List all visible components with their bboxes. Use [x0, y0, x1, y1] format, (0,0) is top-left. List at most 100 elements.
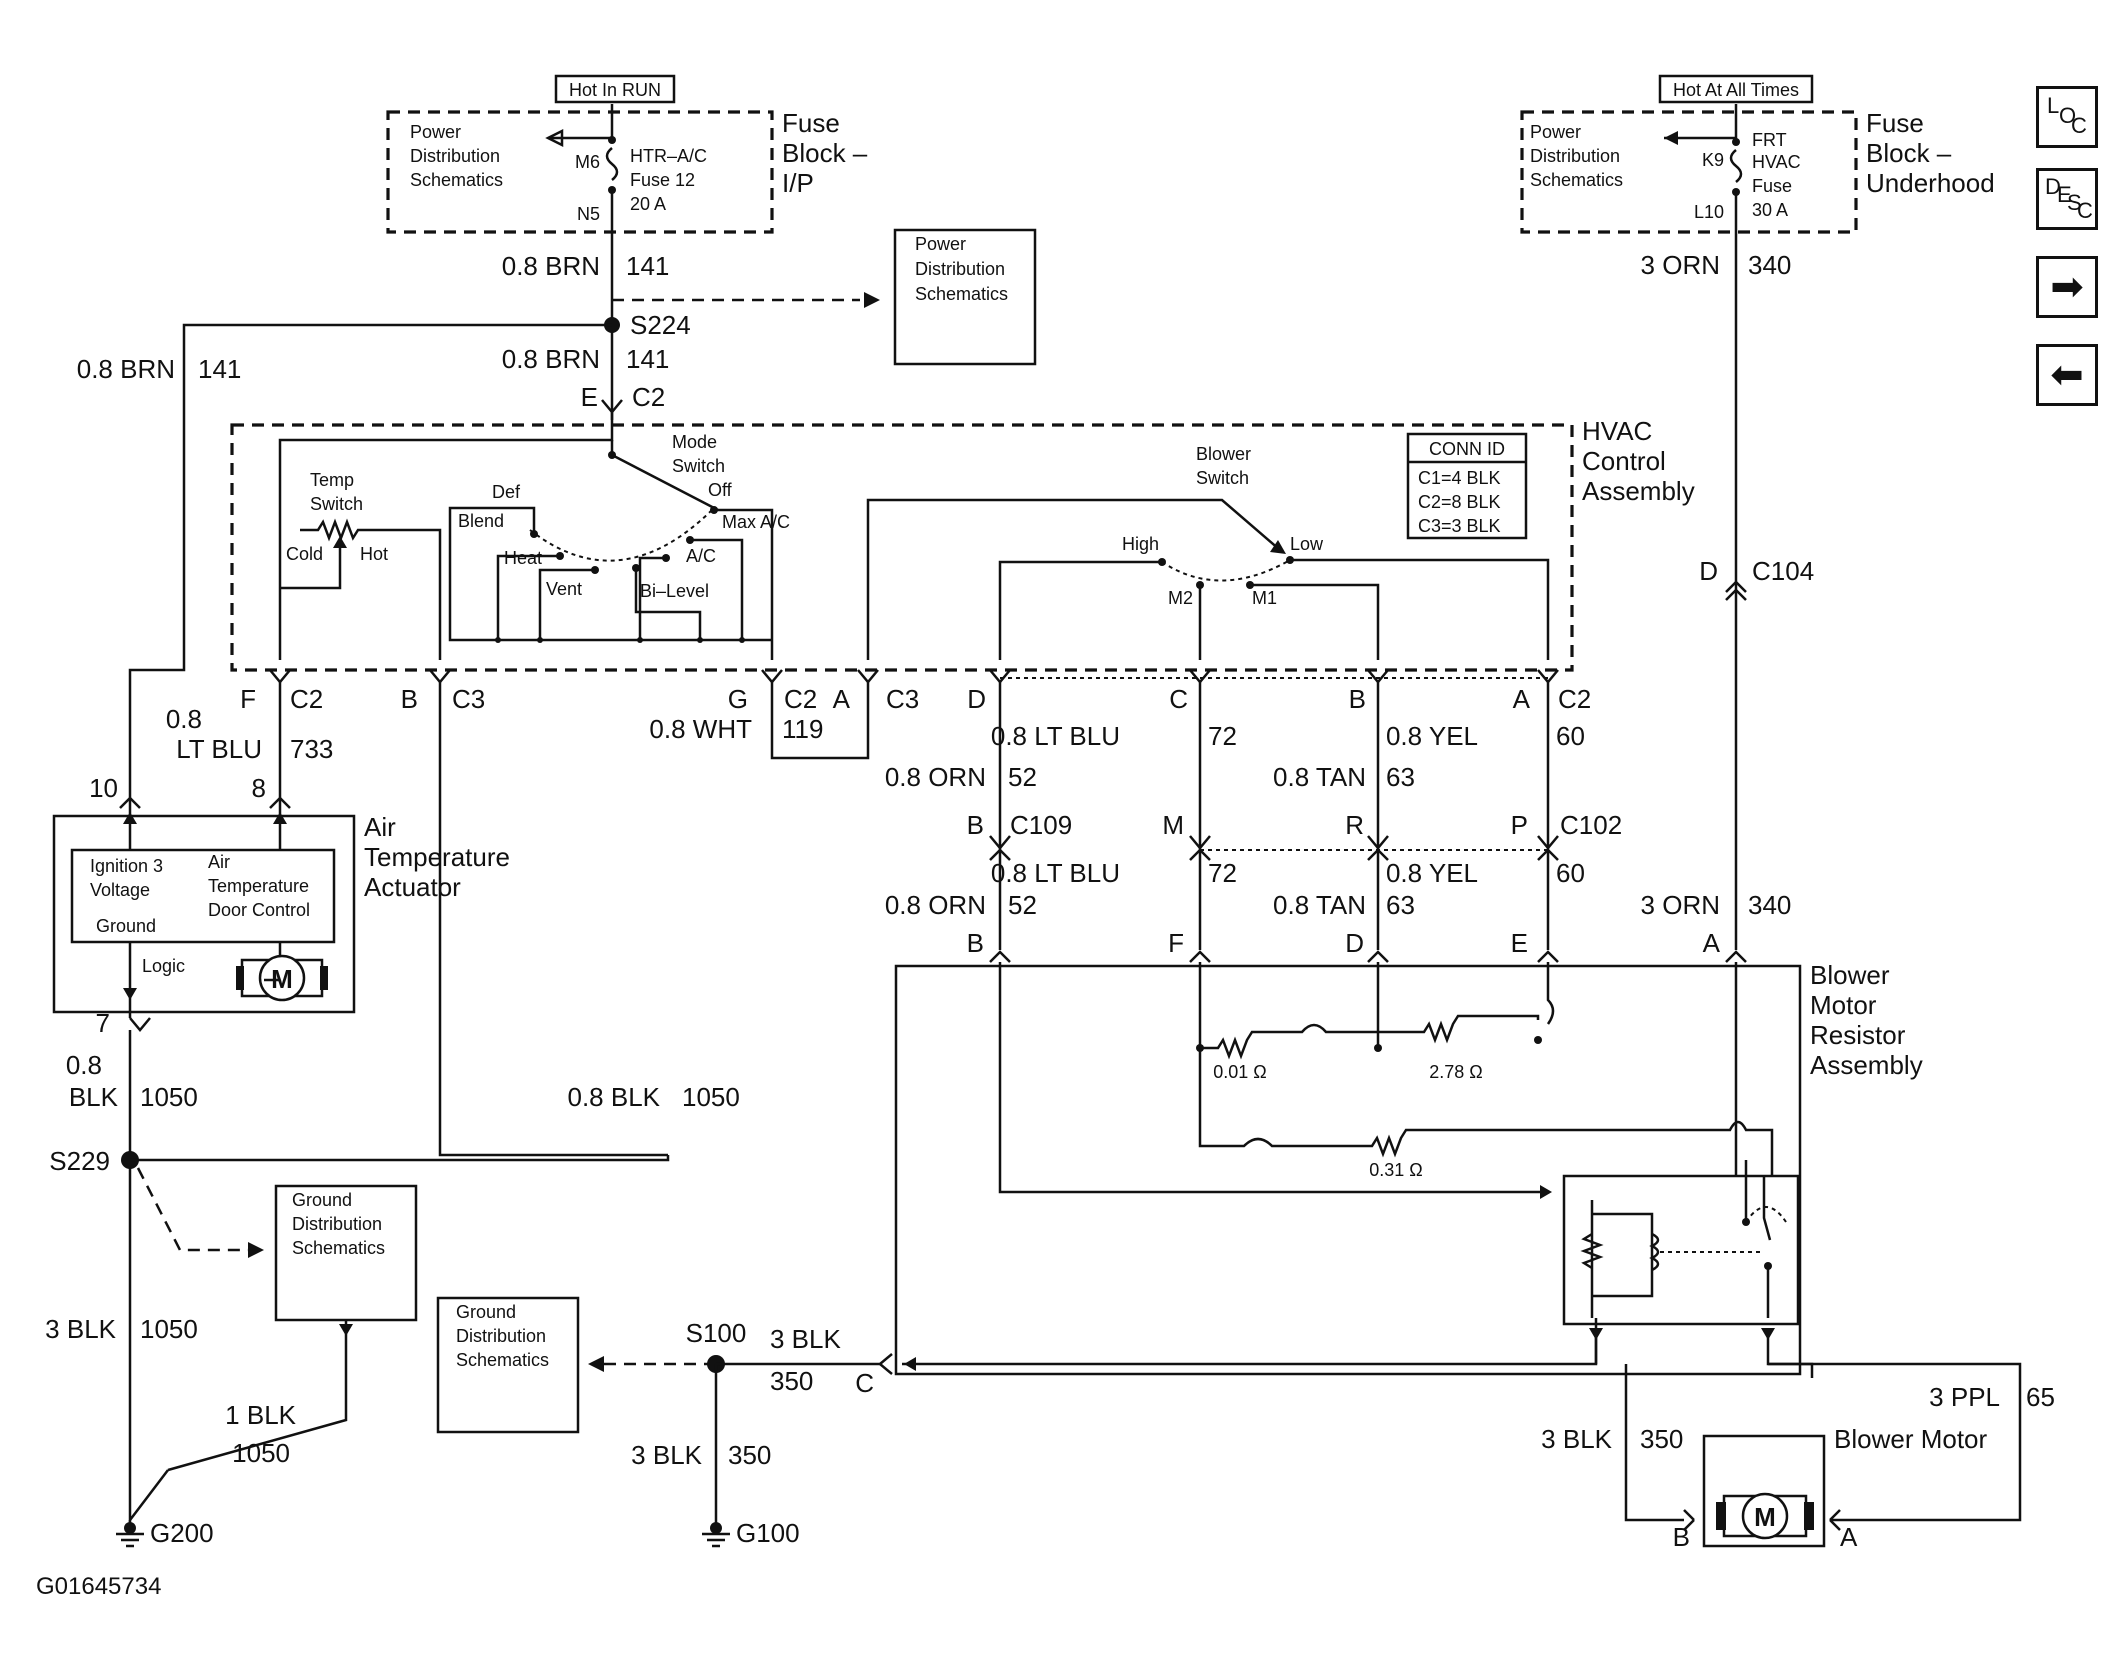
svg-text:C2: C2	[632, 382, 665, 412]
svg-text:0.8 WHT: 0.8 WHT	[649, 714, 752, 744]
svg-text:Block –: Block –	[1866, 138, 1952, 168]
location-icon: L O C	[2047, 93, 2087, 138]
previous-page-button[interactable]: ⬅	[2036, 344, 2098, 406]
svg-text:Fuse: Fuse	[1752, 176, 1792, 196]
splice-s100-label: S100	[686, 1318, 747, 1348]
svg-text:3 BLK: 3 BLK	[631, 1440, 702, 1470]
svg-text:BLK: BLK	[69, 1082, 119, 1112]
actuator-motor-icon: M	[236, 954, 328, 1002]
wire-gauge-brn-upper: 0.8 BRN	[502, 251, 600, 281]
svg-text:340: 340	[1748, 890, 1791, 920]
svg-text:Ground: Ground	[456, 1302, 516, 1322]
figure-id: G01645734	[36, 1573, 161, 1600]
actuator-connector-pins: 10 8	[89, 773, 291, 809]
svg-text:D: D	[1345, 928, 1364, 958]
wire-circuit-141-upper: 141	[626, 251, 669, 281]
svg-text:Fuse 12: Fuse 12	[630, 170, 695, 190]
svg-text:Block –: Block –	[782, 138, 868, 168]
svg-text:P: P	[1511, 810, 1528, 840]
svg-text:Power: Power	[410, 122, 461, 142]
svg-text:E: E	[1511, 928, 1528, 958]
ground-g200: G200	[116, 1518, 214, 1548]
svg-text:C3: C3	[886, 684, 919, 714]
splice-s229-label: S229	[49, 1146, 110, 1176]
svg-text:Blower Motor: Blower Motor	[1834, 1424, 1987, 1454]
description-icon: D E S C	[2045, 174, 2093, 223]
svg-text:52: 52	[1008, 890, 1037, 920]
resistor-r2-label: 2.78 Ω	[1429, 1062, 1483, 1082]
svg-text:A: A	[1513, 684, 1531, 714]
svg-text:F: F	[1168, 928, 1184, 958]
svg-text:Temperature: Temperature	[208, 876, 309, 896]
svg-text:3 BLK: 3 BLK	[770, 1324, 841, 1354]
svg-text:52: 52	[1008, 762, 1037, 792]
svg-text:Voltage: Voltage	[90, 880, 150, 900]
blower-resistor-title: Blower Motor Resistor Assembly	[1810, 960, 1923, 1080]
svg-text:High: High	[1122, 534, 1159, 554]
mode-positions: Off Max A/C Def Blend Heat Vent A/C Bi–L…	[458, 480, 790, 601]
svg-text:Off: Off	[708, 480, 733, 500]
fuse-block-ip-title: Fuse Block – I/P	[782, 108, 868, 198]
next-page-button[interactable]: ➡	[2036, 256, 2098, 318]
svg-text:1050: 1050	[140, 1082, 198, 1112]
resistor-r3-label: 0.31 Ω	[1369, 1160, 1423, 1180]
svg-text:733: 733	[290, 734, 333, 764]
svg-text:Door Control: Door Control	[208, 900, 310, 920]
svg-text:Heat: Heat	[504, 548, 542, 568]
svg-text:72: 72	[1208, 721, 1237, 751]
svg-text:8: 8	[252, 773, 266, 803]
svg-text:C2: C2	[290, 684, 323, 714]
svg-text:Schematics: Schematics	[1530, 170, 1623, 190]
svg-text:Fuse: Fuse	[782, 108, 840, 138]
ground-distribution-ref-1	[274, 1184, 418, 1322]
svg-text:Bi–Level: Bi–Level	[640, 581, 709, 601]
blower-relay	[1562, 1174, 1800, 1326]
svg-text:60: 60	[1556, 858, 1585, 888]
svg-text:Resistor: Resistor	[1810, 1020, 1906, 1050]
svg-text:Ground: Ground	[96, 916, 156, 936]
svg-text:1050: 1050	[140, 1314, 198, 1344]
svg-text:Control: Control	[1582, 446, 1666, 476]
svg-text:B: B	[1673, 1522, 1690, 1552]
fuse-block-ip-outline	[386, 110, 774, 234]
svg-text:Switch: Switch	[672, 456, 725, 476]
svg-text:R: R	[1345, 810, 1364, 840]
svg-text:HVAC: HVAC	[1752, 152, 1801, 172]
svg-text:Power: Power	[1530, 122, 1581, 142]
svg-text:E: E	[581, 382, 598, 412]
svg-text:3 PPL: 3 PPL	[1929, 1382, 2000, 1412]
svg-text:Distribution: Distribution	[292, 1214, 382, 1234]
svg-text:30 A: 30 A	[1752, 200, 1788, 220]
svg-text:Ground: Ground	[292, 1190, 352, 1210]
fuse-block-underhood-outline	[1520, 110, 1858, 234]
svg-text:1 BLK: 1 BLK	[225, 1400, 296, 1430]
svg-text:M: M	[271, 964, 293, 994]
svg-text:C3: C3	[452, 684, 485, 714]
svg-text:Hot At All Times: Hot At All Times	[1673, 80, 1799, 100]
svg-text:Mode: Mode	[672, 432, 717, 452]
svg-text:Schematics: Schematics	[410, 170, 503, 190]
svg-text:C109: C109	[1010, 810, 1072, 840]
svg-text:Power: Power	[915, 234, 966, 254]
description-button[interactable]: D E S C	[2036, 168, 2098, 230]
fuse-htr-ac: HTR–A/C Fuse 12 20 A M6 N5	[575, 146, 707, 224]
svg-text:0.8 ORN: 0.8 ORN	[885, 890, 986, 920]
svg-text:1050: 1050	[232, 1438, 290, 1468]
svg-text:72: 72	[1208, 858, 1237, 888]
svg-text:LT BLU: LT BLU	[176, 734, 262, 764]
temp-switch: Temp Switch Cold Hot	[286, 470, 388, 564]
blower-switch-label: Blower Switch	[1196, 444, 1251, 488]
svg-text:A: A	[1703, 928, 1721, 958]
svg-text:63: 63	[1386, 890, 1415, 920]
svg-text:Schematics: Schematics	[456, 1350, 549, 1370]
svg-text:0.8 TAN: 0.8 TAN	[1273, 762, 1366, 792]
hvac-connector-pins: F C2 B C3 G C2 A C3 D C B A C2	[240, 669, 1591, 714]
svg-text:Temperature: Temperature	[364, 842, 510, 872]
location-button[interactable]: L O C	[2036, 86, 2098, 148]
svg-text:HTR–A/C: HTR–A/C	[630, 146, 707, 166]
hvac-control-title: HVAC Control Assembly	[1582, 416, 1695, 506]
svg-text:0.8: 0.8	[66, 1050, 102, 1080]
svg-text:D: D	[967, 684, 986, 714]
svg-text:Ignition 3: Ignition 3	[90, 856, 163, 876]
svg-text:CONN ID: CONN ID	[1429, 439, 1505, 459]
